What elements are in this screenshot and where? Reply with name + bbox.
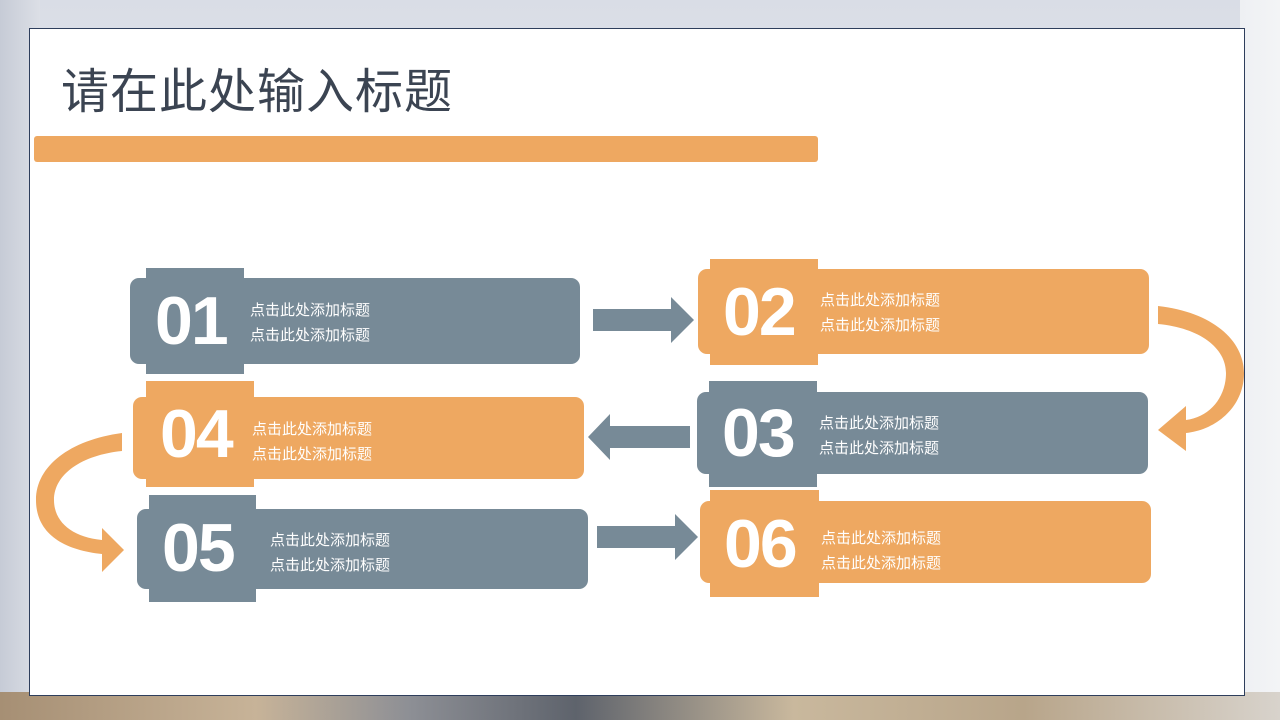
step-04-line-2: 点击此处添加标题 — [252, 445, 373, 463]
step-01-card[interactable] — [130, 278, 580, 364]
step-04-number: 04 — [160, 396, 234, 472]
step-06-card[interactable] — [700, 501, 1151, 583]
step-03-card[interactable] — [697, 392, 1148, 474]
step-05-number: 05 — [162, 510, 236, 586]
step-05-card[interactable] — [137, 509, 588, 589]
step-02-text[interactable]: 点击此处添加标题 点击此处添加标题 — [820, 288, 940, 338]
step-06-line-1: 点击此处添加标题 — [821, 529, 942, 547]
step-01-number: 01 — [155, 283, 229, 359]
step-01-text[interactable]: 点击此处添加标题 点击此处添加标题 — [250, 298, 370, 348]
step-04-text[interactable]: 点击此处添加标题 点击此处添加标题 — [252, 417, 372, 467]
step-05-line-2: 点击此处添加标题 — [270, 556, 391, 574]
curved-arrow-down-icon — [1158, 306, 1244, 451]
step-01-line-1: 点击此处添加标题 — [250, 301, 371, 319]
title-underline-bar — [34, 136, 818, 162]
step-05-text[interactable]: 点击此处添加标题 点击此处添加标题 — [270, 528, 390, 578]
arrow-right-icon — [597, 514, 698, 560]
slide-title[interactable]: 请在此处输入标题 — [61, 64, 454, 120]
step-02-card[interactable] — [698, 269, 1149, 354]
step-02-line-1: 点击此处添加标题 — [820, 291, 941, 309]
step-03-line-1: 点击此处添加标题 — [819, 414, 940, 432]
step-06-number: 06 — [724, 506, 798, 582]
arrow-left-icon — [588, 414, 690, 460]
arrow-right-icon — [593, 297, 694, 343]
background-desk-photo — [0, 692, 1280, 720]
step-01-line-2: 点击此处添加标题 — [250, 326, 371, 344]
step-02-number: 02 — [723, 274, 797, 350]
step-03-text[interactable]: 点击此处添加标题 点击此处添加标题 — [819, 411, 939, 461]
step-03-number: 03 — [722, 395, 796, 471]
step-05-line-1: 点击此处添加标题 — [270, 531, 391, 549]
step-06-line-2: 点击此处添加标题 — [821, 554, 942, 572]
step-06-text[interactable]: 点击此处添加标题 点击此处添加标题 — [821, 526, 941, 576]
step-04-card[interactable] — [133, 397, 584, 479]
background-right — [1240, 0, 1280, 720]
step-03-line-2: 点击此处添加标题 — [819, 439, 940, 457]
curved-arrow-down-icon — [36, 433, 124, 572]
step-04-line-1: 点击此处添加标题 — [252, 420, 373, 438]
step-02-line-2: 点击此处添加标题 — [820, 316, 941, 334]
